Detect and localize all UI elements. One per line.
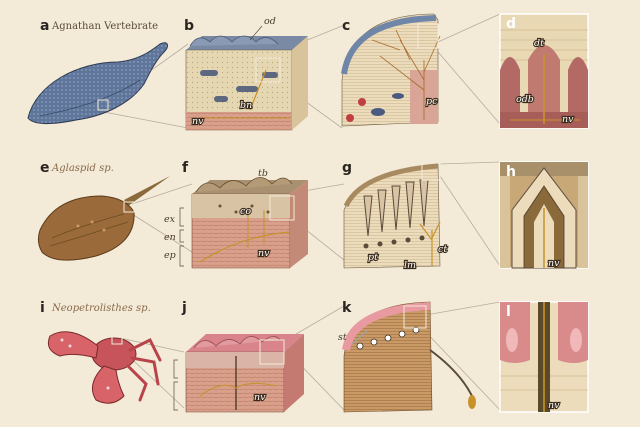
- label-lm: lm: [404, 260, 416, 271]
- panel-h-closeup: [499, 161, 589, 269]
- panel-j-block: [173, 334, 304, 413]
- label-nv-h: nv: [548, 258, 560, 269]
- panel-letter-f: f: [182, 160, 189, 176]
- panel-letter-j: j: [181, 300, 187, 316]
- label-nv-d: nv: [562, 114, 574, 125]
- panel-letter-h: h: [506, 164, 516, 180]
- label-en: en: [164, 232, 176, 243]
- aglaspid-illustration: [37, 176, 170, 261]
- label-nv-l: nv: [548, 400, 560, 411]
- label-ct: ct: [438, 244, 447, 255]
- panel-g-block: [343, 161, 441, 269]
- panel-letter-g: g: [342, 160, 352, 176]
- label-ep: ep: [164, 250, 176, 261]
- label-od: od: [264, 16, 276, 27]
- label-dt: dt: [534, 38, 544, 49]
- panel-letter-a: a: [40, 18, 49, 34]
- panel-c-block: [341, 13, 441, 127]
- label-ex: ex: [164, 214, 176, 225]
- label-tb: tb: [258, 168, 268, 179]
- panel-letter-l: l: [506, 304, 511, 320]
- zoom-lines-row3: [119, 301, 501, 411]
- panel-letter-e: e: [40, 160, 50, 176]
- panel-letter-c: c: [342, 18, 350, 34]
- label-odb: odb: [516, 94, 534, 105]
- agnathan-vertebrate-illustration: [27, 42, 168, 124]
- panel-letter-b: b: [184, 18, 194, 34]
- porcelain-crab-illustration: [47, 331, 162, 404]
- label-nv-j: nv: [254, 392, 266, 403]
- label-pc: pc: [426, 96, 438, 107]
- label-bn: bn: [240, 100, 252, 111]
- label-co: co: [240, 206, 251, 217]
- panel-f-block: [179, 177, 308, 269]
- label-st: st: [338, 332, 347, 343]
- row-title-aglaspid: Aglaspid sp.: [51, 163, 114, 174]
- label-nv-b: nv: [192, 116, 204, 127]
- panel-b-block: [185, 35, 308, 131]
- panel-l-closeup: [499, 301, 589, 413]
- panel-d-closeup: [499, 13, 589, 129]
- panel-letter-k: k: [342, 300, 352, 316]
- row-title-agnathan: Agnathan Vertebrate: [51, 21, 158, 32]
- label-nv-f: nv: [258, 248, 270, 259]
- label-pt: pt: [368, 252, 378, 263]
- panel-k-block: [342, 301, 476, 413]
- panel-letter-d: d: [506, 16, 516, 32]
- panel-letter-i: i: [40, 300, 45, 316]
- row-title-neopetrolisthes: Neopetrolisthes sp.: [51, 303, 151, 314]
